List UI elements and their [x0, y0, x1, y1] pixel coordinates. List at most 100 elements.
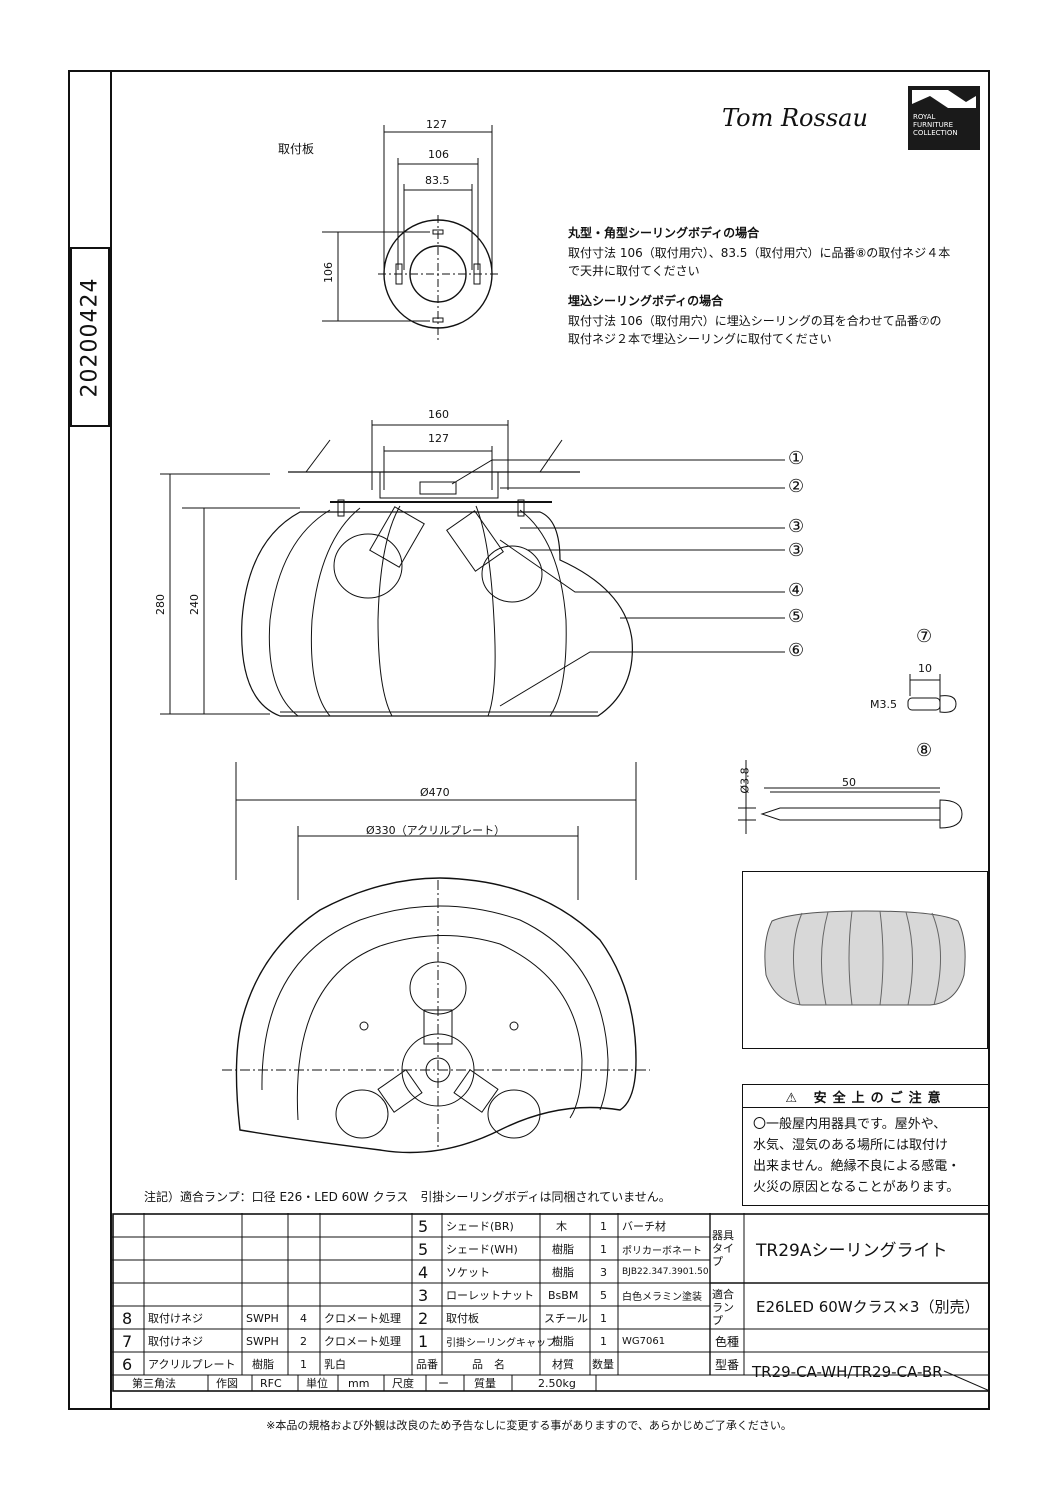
part-note-l2: 乳白 [324, 1358, 346, 1371]
info-key-model: 型番 [715, 1357, 740, 1372]
info-key-type: 器具タイプ [712, 1228, 734, 1268]
scale-key: 尺度 [392, 1377, 414, 1390]
callout-5: ⑤ [788, 606, 805, 627]
footer-note: ※本品の規格および外観は改良のため予告なしに変更する事がありますので、あらかじめ… [266, 1419, 792, 1432]
part-qty-r4: 1 [600, 1311, 607, 1325]
part-no-r2: 4 [418, 1262, 429, 1282]
date-code-box: 20200424 [70, 247, 110, 427]
screw-8-drawing [738, 760, 963, 834]
part-qty-l0: 4 [300, 1311, 307, 1325]
part-note-r1: ポリカーボネート [622, 1245, 702, 1257]
part-qty-r1: 1 [600, 1242, 607, 1256]
info-value-model: TR29-CA-WH/TR29-CA-BR [752, 1363, 943, 1381]
part-name-l2: アクリルプレート [148, 1358, 236, 1371]
product-photo-frame [742, 871, 988, 1049]
logo-mark-icon [912, 90, 976, 108]
screw-7-drawing [907, 674, 957, 713]
part-name-r3: ローレットナット [446, 1289, 534, 1302]
part-no-r0: 5 [418, 1216, 429, 1236]
callout-4: ④ [788, 580, 805, 601]
callout-3b: ③ [788, 540, 805, 561]
part-mat-r2: 樹脂 [552, 1266, 574, 1279]
brand-signature: Tom Rossau [722, 104, 868, 132]
header-material: 材質 [552, 1358, 574, 1371]
product-photo-shade [764, 910, 966, 1006]
left-margin-strip [68, 70, 112, 1410]
part-name-r0: シェード(BR) [446, 1220, 514, 1233]
info-value-lamp: E26LED 60Wクラス×3（別売） [756, 1297, 980, 1316]
parts-table-grid [112, 1213, 990, 1392]
part-note-l1: クロメート処理 [324, 1335, 401, 1348]
callout-6: ⑥ [788, 640, 805, 661]
info-key-lamp: 適合ランプ [712, 1287, 734, 1327]
header-name: 品 名 [472, 1358, 505, 1371]
screw-7-number: ⑦ [916, 626, 933, 647]
note-line-2: で天井に取付てください [568, 264, 700, 278]
part-no-r4: 2 [418, 1308, 429, 1328]
part-qty-l1: 2 [300, 1334, 307, 1348]
part-mat-r1: 樹脂 [552, 1243, 574, 1256]
screw-7-length: 10 [918, 662, 932, 675]
top-dim-outer: Ø470 [420, 786, 450, 799]
top-dim-inner: Ø330（アクリルプレート） [366, 824, 506, 837]
brand-logo: ROYAL FURNITURE COLLECTION [908, 86, 980, 150]
screw-8-number: ⑧ [916, 740, 933, 761]
logo-line-2: FURNITURE [913, 121, 954, 129]
remark: 注記）適合ランプ：口径 E26・LED 60W クラス 引掛シーリングボディは同… [144, 1190, 671, 1204]
note-line-1: 取付寸法 106（取付用穴）、83.5（取付用穴）に品番⑧の取付ネジ４本 [568, 246, 951, 260]
side-view-drawing [160, 420, 785, 717]
part-no-r3: 3 [418, 1285, 429, 1305]
callout-2: ② [788, 476, 805, 497]
part-note-l0: クロメート処理 [324, 1312, 401, 1325]
mounting-plate-drawing [322, 125, 498, 340]
note-line-3: 取付寸法 106（取付用穴）に埋込シーリングの耳を合わせて品番⑦の [568, 314, 942, 328]
safety-line-1: 〇一般屋内用器具です。屋外や、 [753, 1117, 947, 1132]
plate-dim-127: 127 [426, 118, 447, 131]
note-heading-round: 丸型・角型シーリングボディの場合 [568, 226, 760, 240]
part-no-l1: 7 [122, 1331, 133, 1351]
top-view-drawing [222, 762, 650, 1154]
part-name-l1: 取付けネジ [148, 1335, 203, 1348]
part-qty-r3: 5 [600, 1288, 607, 1302]
part-mat-r5: 樹脂 [552, 1335, 574, 1348]
side-dim-240: 240 [188, 594, 201, 615]
note-heading-embedded: 埋込シーリングボディの場合 [568, 294, 724, 308]
part-mat-l1: SWPH [246, 1334, 279, 1348]
plate-dim-106: 106 [428, 148, 449, 161]
callout-3a: ③ [788, 516, 805, 537]
unit-key: 単位 [306, 1377, 328, 1390]
part-name-r5: 引掛シーリングキャップ [446, 1337, 556, 1349]
info-value-type: TR29Aシーリングライト [756, 1240, 948, 1261]
part-name-r2: ソケット [446, 1266, 490, 1279]
screw-8-length: 50 [842, 776, 856, 789]
part-qty-l2: 1 [300, 1357, 307, 1371]
projection-method: 第三角法 [132, 1377, 176, 1390]
drawing-frame [68, 70, 990, 1410]
part-no-r1: 5 [418, 1239, 429, 1259]
header-qty: 数量 [592, 1358, 614, 1371]
part-mat-r3: BsBM [548, 1288, 579, 1302]
scale-value: ー [438, 1377, 449, 1390]
info-key-color: 色種 [715, 1334, 740, 1349]
plate-label: 取付板 [278, 142, 315, 156]
part-note-r5: WG7061 [622, 1335, 666, 1347]
screw-8-diameter: Ø3.8 [738, 767, 752, 794]
safety-title: ⚠ 安全上のご注意 [743, 1085, 989, 1108]
safety-line-4: 火災の原因となることがあります。 [753, 1180, 960, 1195]
part-name-l0: 取付けネジ [148, 1312, 203, 1325]
note-line-4: 取付ネジ２本で埋込シーリングに取付てください [568, 332, 832, 346]
plate-dim-83-5: 83.5 [425, 174, 450, 187]
part-name-r1: シェード(WH) [446, 1243, 518, 1256]
unit-value: mm [348, 1376, 370, 1390]
safety-line-3: 出来ません。絶縁不良による感電・ [753, 1159, 961, 1174]
header-no: 品番 [416, 1358, 438, 1371]
part-note-r3: 白色メラミン塗装 [622, 1291, 702, 1303]
part-name-r4: 取付板 [446, 1312, 479, 1325]
mass-key: 質量 [474, 1377, 496, 1390]
part-qty-r5: 1 [600, 1334, 607, 1348]
logo-line-1: ROYAL [913, 113, 936, 121]
part-no-r5: 1 [418, 1331, 429, 1351]
side-dim-127: 127 [428, 432, 449, 445]
mass-value: 2.50kg [538, 1376, 576, 1390]
